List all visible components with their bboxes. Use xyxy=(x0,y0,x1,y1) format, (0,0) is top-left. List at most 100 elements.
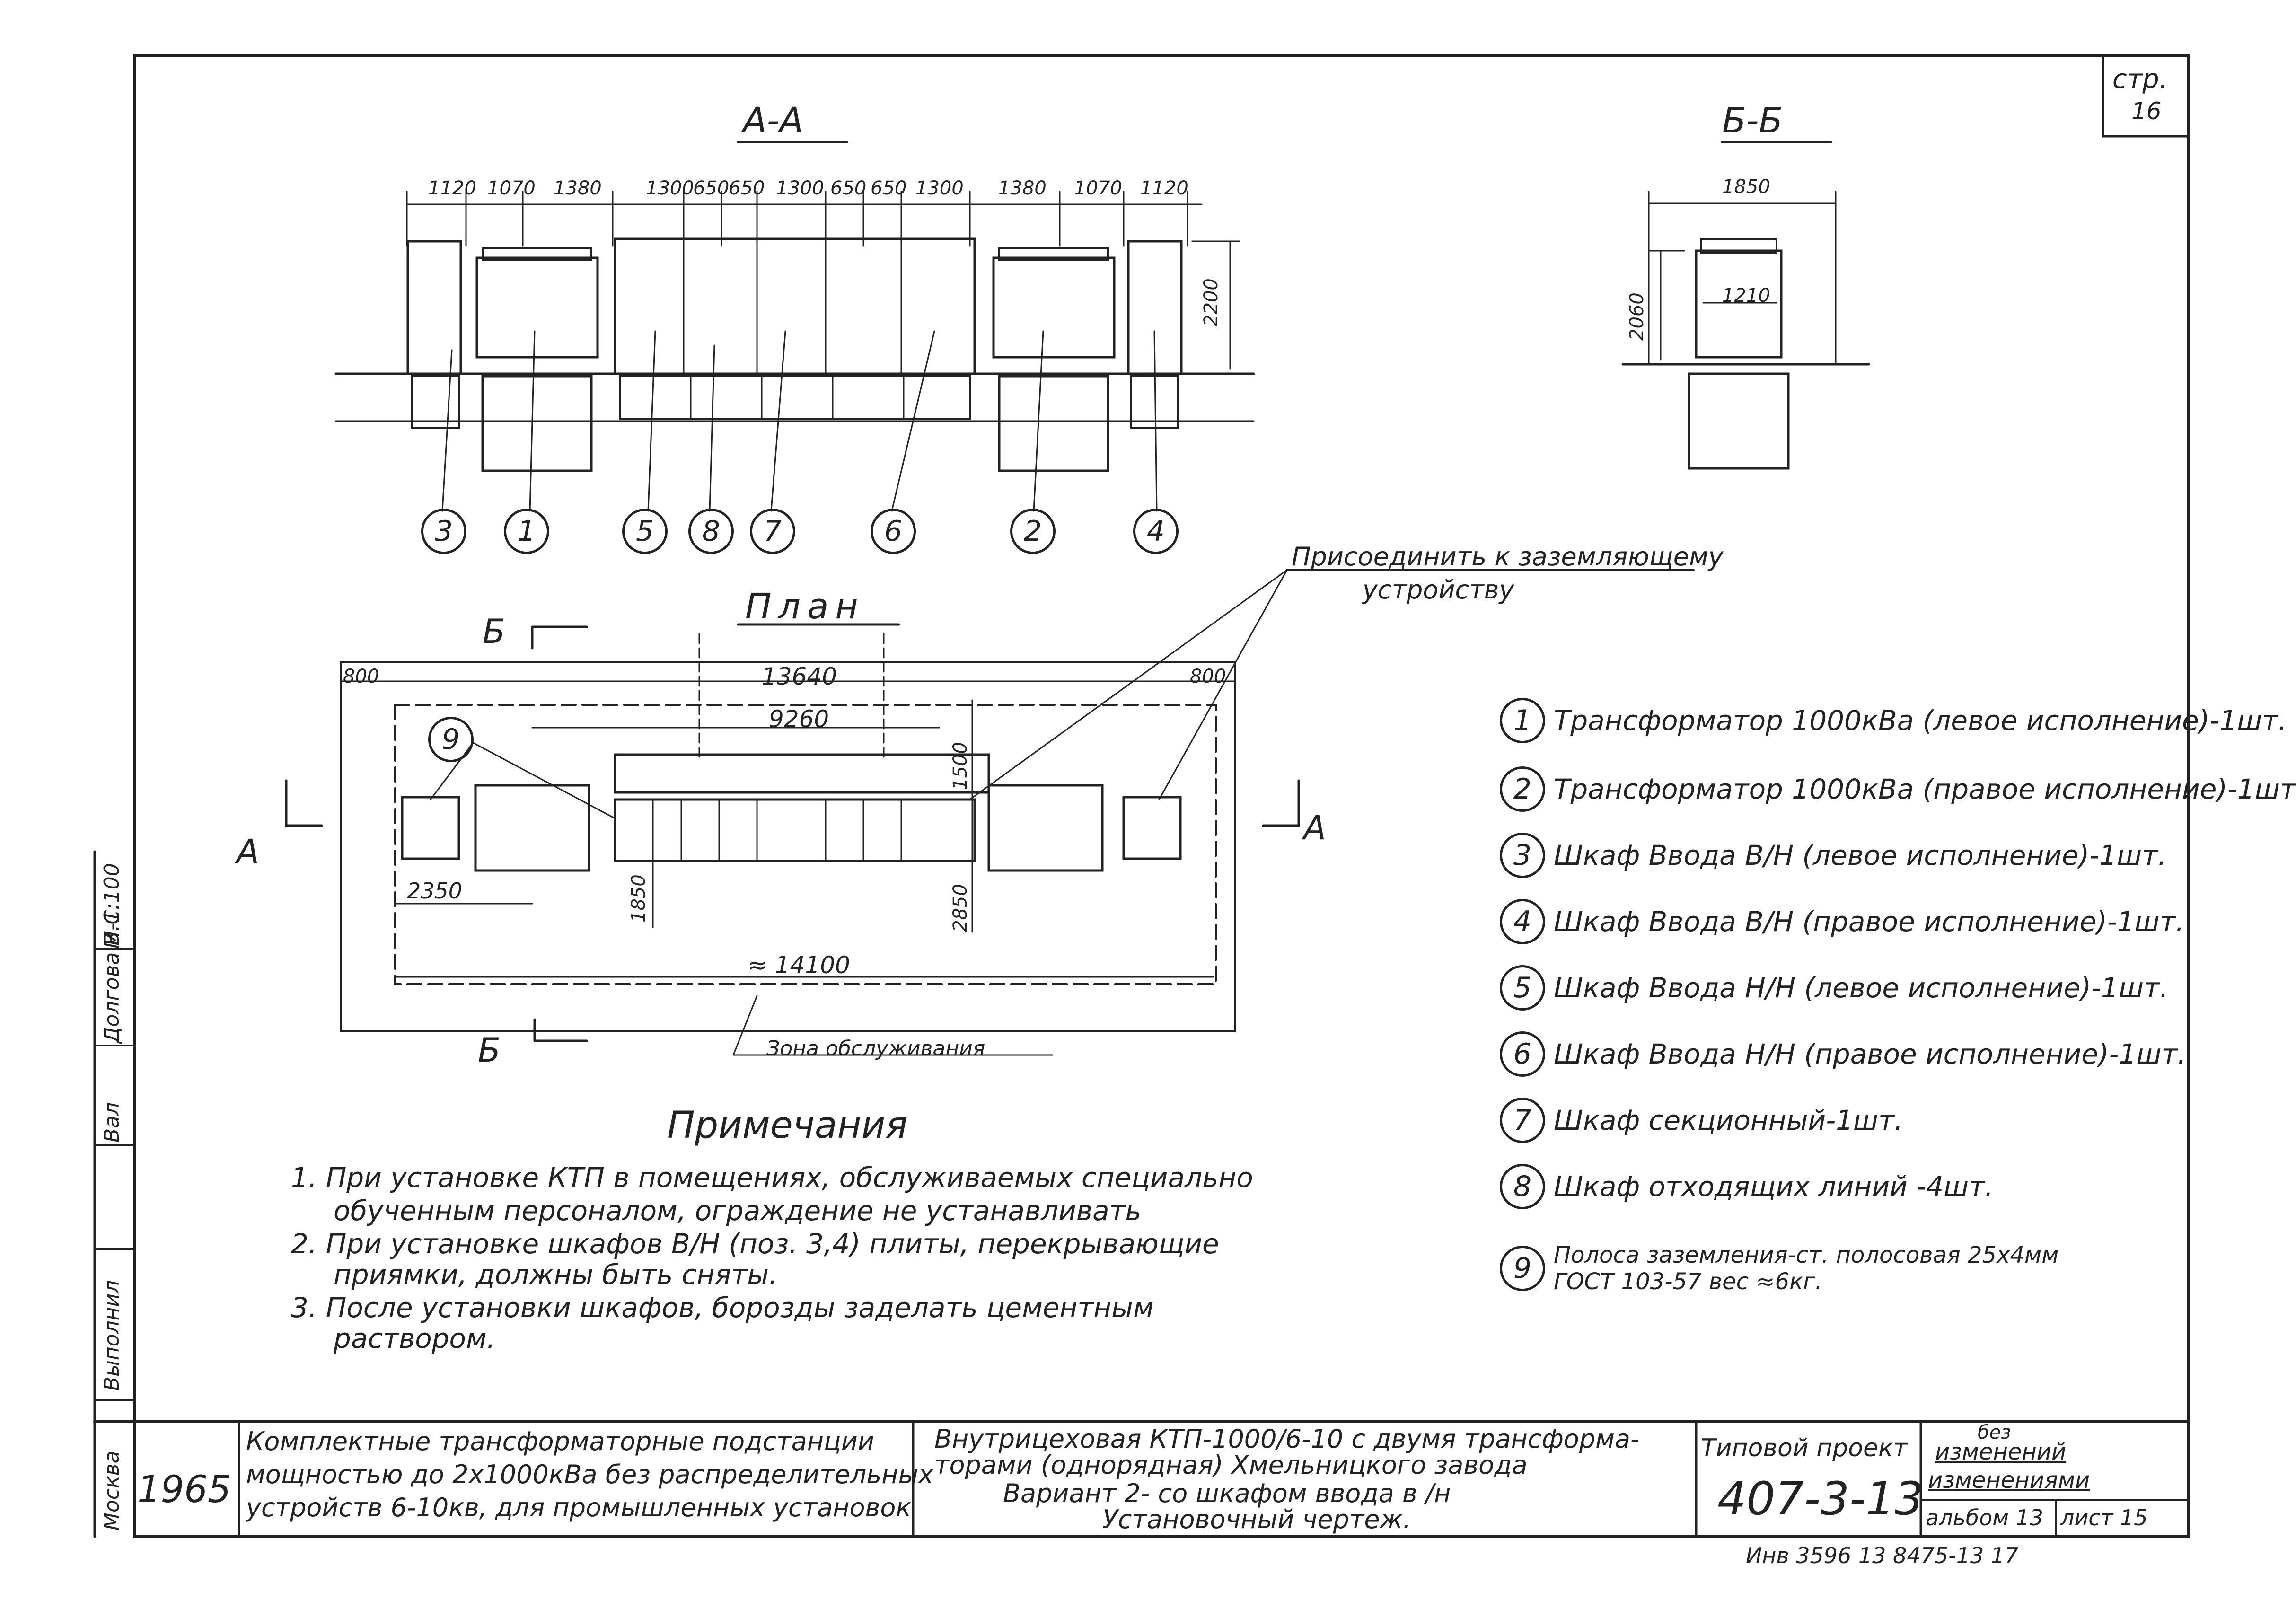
legend-number: 7 xyxy=(1500,1098,1545,1143)
title-col1-line3: устройств 6-10кв, для промышленных устан… xyxy=(246,1493,912,1522)
section-aa-callout: 6 xyxy=(871,509,916,554)
legend-item: 2 Трансформатор 1000кВа (правое исполнени… xyxy=(1500,766,2296,812)
section-aa-dim-label: 1380 xyxy=(998,177,1047,199)
note-line: 3. После установки шкафов, борозды задел… xyxy=(291,1292,1154,1324)
album-number: альбом 13 xyxy=(1926,1505,2044,1530)
plan-dim-depth-b: 1850 xyxy=(628,874,650,923)
plan-section-mark-top: Б xyxy=(483,612,506,651)
section-aa-dim-label: 650 xyxy=(830,177,867,199)
plan-section-mark-left: А xyxy=(237,832,259,871)
section-aa-callout: 8 xyxy=(688,509,734,554)
title-col2-line4: Установочный чертеж. xyxy=(1102,1504,1411,1534)
section-aa-dim-label: 1300 xyxy=(915,177,964,199)
legend-number: 1 xyxy=(1500,698,1545,743)
legend-number: 6 xyxy=(1500,1031,1545,1077)
revision-top: без xyxy=(1978,1422,2011,1443)
notes-title: Примечания xyxy=(667,1104,908,1147)
revision-bottom: изменениями xyxy=(1928,1467,2090,1494)
legend-item: 8 Шкаф отходящих линий -4шт. xyxy=(1500,1164,1993,1209)
section-aa-dim-label: 650 xyxy=(871,177,907,199)
sheet-frame xyxy=(133,54,2190,1538)
legend-text: Шкаф Ввода В/Н (левое исполнение)-1шт. xyxy=(1554,839,2167,871)
section-bb-title: Б-Б xyxy=(1722,100,1783,141)
legend-number: 2 xyxy=(1500,766,1545,812)
side-author: Долгова В.С. xyxy=(100,903,124,1043)
page-stamp-frame xyxy=(2102,54,2190,138)
legend-item: 3 Шкаф Ввода В/Н (левое исполнение)-1шт. xyxy=(1500,833,2166,878)
revision-mid: изменений xyxy=(1935,1439,2067,1465)
project-number: 407-3-13 xyxy=(1717,1472,1924,1525)
page-stamp-number: 16 xyxy=(2131,97,2162,125)
legend-text-continued: ГОСТ 103-57 вес ≈6кг. xyxy=(1554,1268,1822,1295)
legend-item: 4 Шкаф Ввода В/Н (правое исполнение)-1шт. xyxy=(1500,899,2184,944)
plan-dim-right-offset: 800 xyxy=(1190,666,1226,687)
section-aa-callout: 5 xyxy=(622,509,668,554)
plan-section-mark-right: А xyxy=(1303,809,1326,847)
legend-number: 8 xyxy=(1500,1164,1545,1209)
title-col2-line1: Внутрицеховая КТП-1000/6-10 с двумя тран… xyxy=(934,1424,1640,1454)
legend-item: 7 Шкаф секционный-1шт. xyxy=(1500,1098,1903,1143)
section-aa-dim-label: 1300 xyxy=(776,177,824,199)
inventory-note: Инв 3596 13 8475-13 17 xyxy=(1746,1543,2019,1568)
side-performed: Выполнил xyxy=(100,1280,124,1391)
legend-item: 1 Трансформатор 1000кВа (левое исполнение… xyxy=(1500,698,2287,743)
legend-text: Полоса заземления-ст. полосовая 25х4мм xyxy=(1554,1242,2059,1268)
legend-text: Шкаф Ввода Н/Н (левое исполнение)-1шт. xyxy=(1554,972,2169,1004)
side-signature: Вал xyxy=(100,1102,124,1143)
page-stamp-label: стр. xyxy=(2112,64,2168,95)
plan-dim-inner: 9260 xyxy=(769,705,829,733)
section-bb-inner: 1210 xyxy=(1722,285,1770,307)
section-aa-title: А-А xyxy=(743,100,803,141)
note-line: 1. При установке КТП в помещениях, обслу… xyxy=(291,1161,1253,1194)
service-zone-label: Зона обслуживания xyxy=(766,1037,985,1061)
plan-dim-depth-c: 2850 xyxy=(950,884,971,932)
legend-text: Шкаф Ввода В/Н (правое исполнение)-1шт. xyxy=(1554,906,2184,938)
grounding-note-line1: Присоединить к заземляющему xyxy=(1292,542,1724,572)
project-label: Типовой проект xyxy=(1701,1434,1908,1462)
service-zone-outline xyxy=(340,661,1236,1032)
section-aa-height: 2200 xyxy=(1200,278,1222,326)
title-col1-line2: мощностью до 2х1000кВа без распределител… xyxy=(246,1460,934,1489)
section-aa-callout: 3 xyxy=(421,509,466,554)
section-aa-dim-label: 1120 xyxy=(428,177,476,199)
legend-text: Шкаф секционный-1шт. xyxy=(1554,1104,1903,1136)
title-year: 1965 xyxy=(137,1469,231,1511)
section-aa-dim-label: 650 xyxy=(729,177,765,199)
section-bb-height: 2060 xyxy=(1626,292,1648,341)
note-line: приямки, должны быть сняты. xyxy=(334,1258,778,1291)
note-line: 2. При установке шкафов В/Н (поз. 3,4) п… xyxy=(291,1228,1219,1260)
legend-text: Шкаф Ввода Н/Н (правое исполнение)-1шт. xyxy=(1554,1038,2186,1070)
plan-section-mark-bottom: Б xyxy=(478,1031,501,1070)
section-aa-dim-label: 1300 xyxy=(646,177,694,199)
title-col2-line3: Вариант 2- со шкафом ввода в /н xyxy=(1003,1478,1451,1508)
title-col1-line1: Комплектные трансформаторные подстанции xyxy=(246,1426,874,1456)
legend-number: 3 xyxy=(1500,833,1545,878)
title-col2-line2: торами (однорядная) Хмельницкого завода xyxy=(934,1450,1528,1480)
plan-dim-depth-a: 1500 xyxy=(950,742,971,790)
sheet-number: лист 15 xyxy=(2060,1505,2148,1530)
section-aa-callout: 2 xyxy=(1010,509,1056,554)
section-aa-callout: 7 xyxy=(750,509,795,554)
section-aa-dim-label: 1070 xyxy=(1074,177,1122,199)
legend-text: Трансформатор 1000кВа (правое исполнение… xyxy=(1554,773,2296,805)
plan-dim-left-span: 2350 xyxy=(407,878,463,904)
section-aa-callout: 4 xyxy=(1133,509,1179,554)
legend-number: 4 xyxy=(1500,899,1545,944)
plan-dim-left-offset: 800 xyxy=(343,666,379,687)
plan-dim-overall: 13640 xyxy=(762,663,837,690)
side-city: Москва xyxy=(100,1451,124,1530)
section-aa-dim-label: 1120 xyxy=(1140,177,1188,199)
legend-number: 9 xyxy=(1500,1246,1545,1291)
legend-text: Трансформатор 1000кВа (левое исполнение)… xyxy=(1554,704,2287,737)
plan-dim-total: ≈ 14100 xyxy=(748,951,850,979)
section-aa-callout: 1 xyxy=(504,509,549,554)
drawing-svg xyxy=(93,54,2190,1538)
legend-text: Шкаф отходящих линий -4шт. xyxy=(1554,1170,1994,1203)
section-aa-dim-label: 1380 xyxy=(554,177,602,199)
section-aa-dim-label: 1070 xyxy=(487,177,536,199)
grounding-note-line2: устройству xyxy=(1363,575,1514,605)
note-line: обученным персоналом, ограждение не уста… xyxy=(334,1195,1142,1227)
